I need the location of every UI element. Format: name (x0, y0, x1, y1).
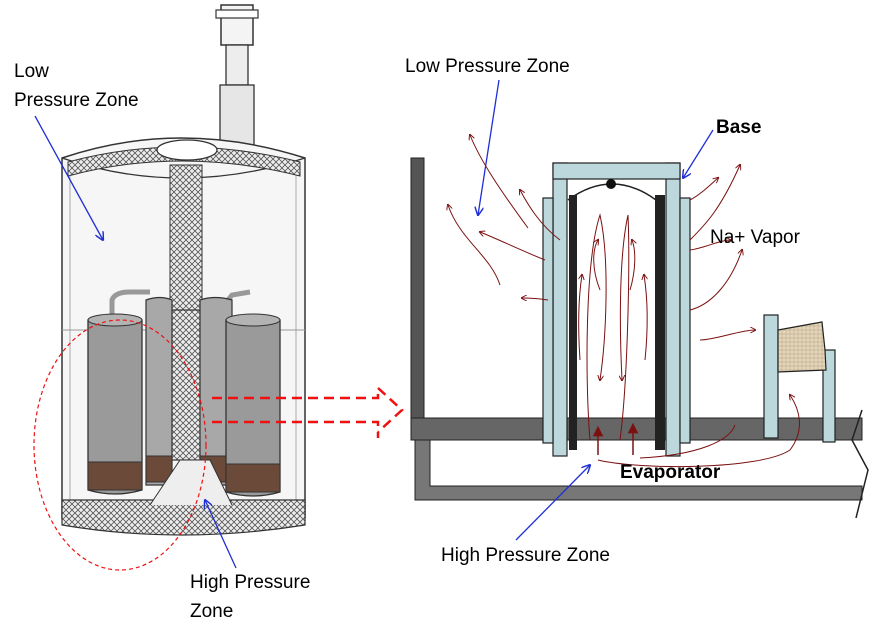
label-left-low-2: Pressure Zone (14, 90, 139, 111)
bottom-plate (61, 499, 306, 536)
top-node (606, 179, 616, 189)
base-plate (410, 417, 863, 441)
pointer-left-low (34, 115, 103, 240)
center-rod (169, 164, 203, 311)
lid-port (156, 139, 218, 161)
cell-back-left (145, 296, 173, 486)
electrode-right (655, 195, 665, 450)
pointer-left-high (205, 500, 237, 569)
label-right-high: High Pressure Zone (441, 545, 610, 566)
schematic (410, 157, 869, 519)
label-evaporator: Evaporator (620, 462, 721, 483)
right-tube (763, 314, 779, 439)
cell-illustration (33, 4, 306, 571)
label-base: Base (716, 117, 761, 138)
cell-left (87, 313, 143, 495)
label-left-low-1: Low (14, 61, 49, 82)
flow-arrows (448, 135, 800, 468)
pointer-right-base (683, 129, 714, 178)
outer-tube-right (665, 162, 681, 457)
bottom-frame (414, 439, 863, 501)
label-vapor: Na+ Vapor (710, 227, 801, 248)
stem-mid (219, 84, 255, 146)
cell-right (225, 313, 281, 497)
callout-arrows (212, 385, 404, 438)
label-right-low: Low Pressure Zone (405, 56, 570, 77)
wick-block (777, 321, 827, 373)
pointer-right-low (478, 79, 500, 215)
label-left-high-2: Zone (190, 601, 233, 622)
outer-tube-top (552, 162, 681, 180)
pointer-right-high (515, 465, 590, 541)
label-left-high-1: High Pressure (190, 572, 310, 593)
electrode-left (569, 195, 577, 450)
lid-hatch (67, 146, 301, 177)
outer-tube-left (552, 162, 568, 457)
stem-upper (225, 44, 249, 86)
highlight-oval (33, 319, 207, 571)
left-wall (410, 157, 425, 423)
